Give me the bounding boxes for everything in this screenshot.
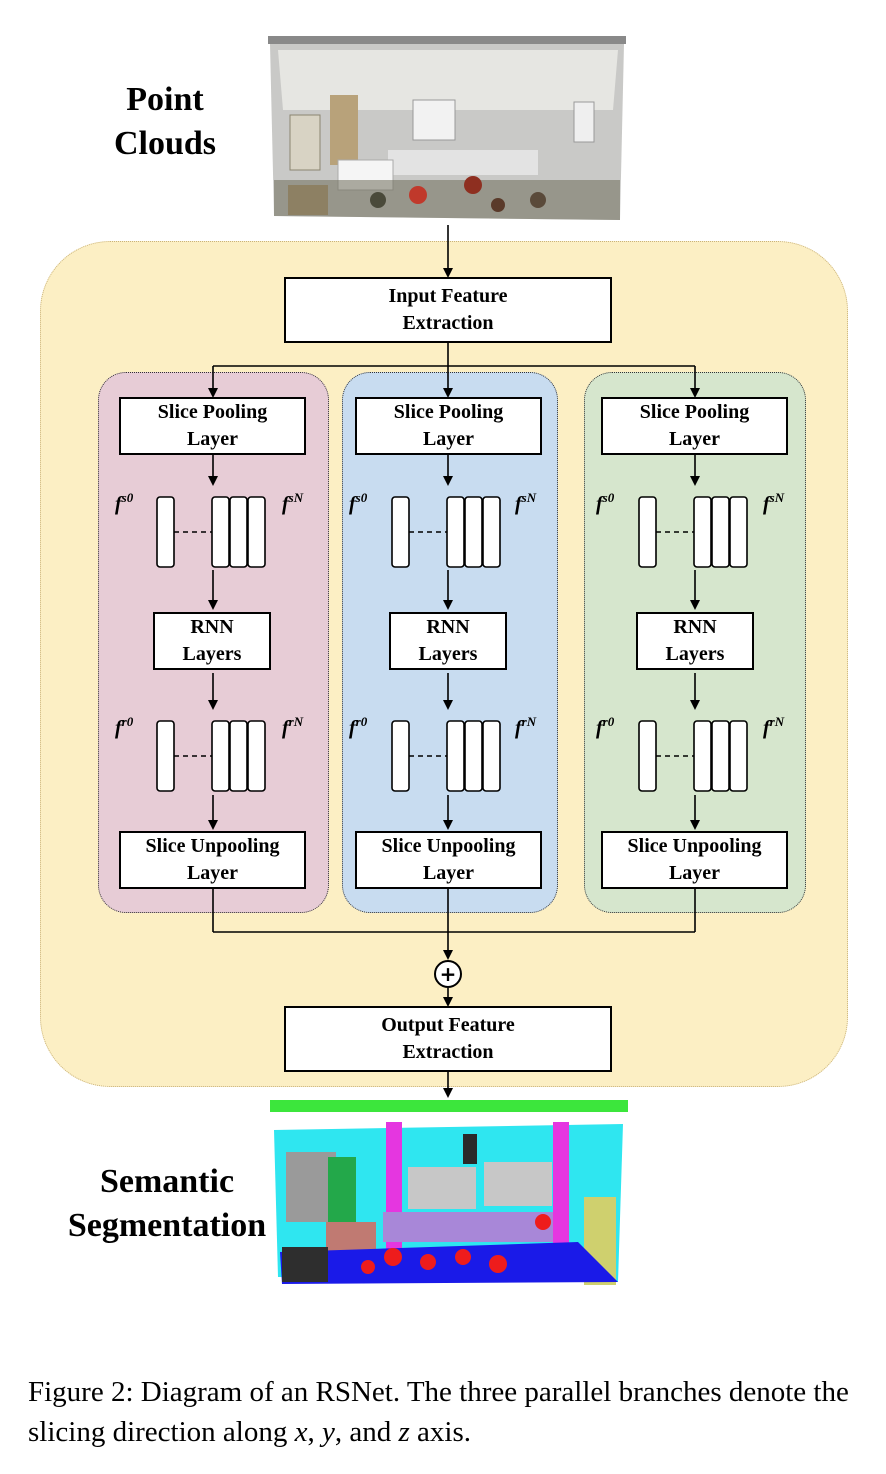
slice-bar-r-z-1 <box>693 720 712 792</box>
feature-label-fr0-z: fr0 <box>596 714 615 739</box>
feature-label-fs0-y: fs0 <box>349 490 368 515</box>
feature-label-fsN-y: fsN <box>515 490 537 515</box>
slice-bar-s-x-2 <box>229 496 248 568</box>
feature-label-fr0-x: fr0 <box>115 714 134 739</box>
feature-label-fsN-x: fsN <box>282 490 304 515</box>
slice-bar-s-z-1 <box>693 496 712 568</box>
slice-bar-s-y-3 <box>482 496 501 568</box>
feature-label-fsN-z: fsN <box>763 490 785 515</box>
slice-bar-s-z-2 <box>711 496 730 568</box>
slice-bar-r-y-1 <box>446 720 465 792</box>
slice-bar-first-r-y <box>391 720 410 792</box>
slice-bar-r-z-3 <box>729 720 748 792</box>
slice-bar-r-x-1 <box>211 720 230 792</box>
plus-icon: + <box>439 962 457 986</box>
slice-bar-first-r-x <box>156 720 175 792</box>
slice-bar-s-x-1 <box>211 496 230 568</box>
feature-label-frN-y: frN <box>515 714 537 739</box>
slice-bar-s-z-3 <box>729 496 748 568</box>
feature-label-frN-z: frN <box>763 714 785 739</box>
semantic-segmentation-label: Semantic Segmentation <box>67 1163 267 1244</box>
feature-label-fs0-z: fs0 <box>596 490 615 515</box>
sum-node: + <box>434 960 462 988</box>
point-clouds-label: Point Clouds <box>113 81 217 162</box>
slice-bar-r-y-3 <box>482 720 501 792</box>
slice-bar-r-z-2 <box>711 720 730 792</box>
feature-label-fr0-y: fr0 <box>349 714 368 739</box>
slice-bar-r-x-3 <box>247 720 266 792</box>
slice-bar-r-y-2 <box>464 720 483 792</box>
slice-bar-first-r-z <box>638 720 657 792</box>
slice-bar-r-x-2 <box>229 720 248 792</box>
slice-bar-first-s-x <box>156 496 175 568</box>
slice-bar-s-x-3 <box>247 496 266 568</box>
slice-bar-first-s-z <box>638 496 657 568</box>
feature-label-fs0-x: fs0 <box>115 490 134 515</box>
slice-bar-s-y-2 <box>464 496 483 568</box>
figure-caption: Figure 2: Diagram of an RSNet. The three… <box>28 1376 849 1448</box>
point-cloud-image <box>268 36 626 220</box>
feature-label-frN-x: frN <box>282 714 304 739</box>
semantic-segmentation-image <box>270 1100 628 1285</box>
slice-bar-first-s-y <box>391 496 410 568</box>
slice-bar-s-y-1 <box>446 496 465 568</box>
